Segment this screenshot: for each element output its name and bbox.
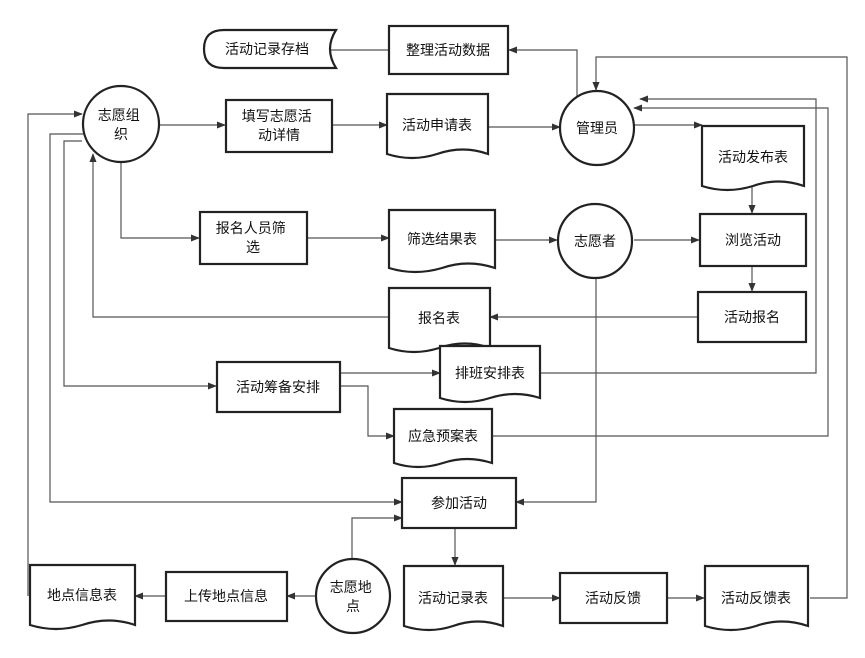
node-label-line: 管理员 [576,121,618,137]
edge-guanliyuan-to-zhengli [508,46,578,97]
node-shaixuan-jieguobiao: 筛选结果表 [387,208,497,274]
svg-text:填写志愿活 动详情: 填写志愿活 动详情 [242,109,316,144]
edges [27,46,848,602]
node-huodong-baoming: 活动报名 [696,290,808,344]
node-huodong-shenqingbiao: 活动申请表 [385,92,490,160]
svg-text:参加活动: 参加活动 [431,495,487,512]
node-huodong-fabubiao: 活动发布表 [700,124,806,192]
node-canjia-huodong: 参加活动 [400,476,518,530]
svg-text:应急预案表: 应急预案表 [408,428,478,445]
svg-text:筛选结果表: 筛选结果表 [407,232,477,248]
svg-text:管理员: 管理员 [576,121,618,137]
node-label-line: 志愿组 [98,108,140,124]
svg-text:上传地点信息: 上传地点信息 [184,588,268,605]
edge-fankuibiao-to-guanliyuan [592,56,848,599]
svg-text:活动报名: 活动报名 [724,310,780,326]
node-tianxie-huodong: 填写志愿活 动详情 [224,98,334,154]
node-label-line: 活动反馈表 [721,591,791,607]
node-label-line: 报名人员筛 [216,221,286,237]
node-label-line: 报名表 [418,311,460,327]
node-label-line: 活动记录表 [418,591,488,607]
svg-text:志愿组 织: 志愿组 织 [98,108,144,143]
nodes: 志愿组 织 管理员 志愿者 志愿地 点 填写 [28,24,810,635]
edge-paibanbiao-to-guanliyuan [540,95,817,374]
svg-text:活动筹备安排: 活动筹备安排 [236,379,320,396]
svg-text:报名人员筛 选: 报名人员筛 选 [216,221,290,256]
node-label-line: 参加活动 [431,495,487,512]
svg-text:报名表: 报名表 [418,311,460,327]
svg-text:活动申请表: 活动申请表 [402,118,472,134]
edge-zuzhi-to-canjia [49,133,403,506]
node-huodong-fankuibiao: 活动反馈表 [703,564,810,632]
node-label-line: 应急预案表 [408,428,478,445]
svg-text:活动记录存档: 活动记录存档 [225,42,309,58]
node-label-line: 填写志愿活 [242,109,312,125]
node-label-line: 活动反馈 [585,591,641,607]
node-jilu-cundang: 活动记录存档 [202,28,338,70]
svg-text:排班安排表: 排班安排表 [455,366,525,382]
node-label-line: 点 [346,599,360,615]
node-label-line: 志愿者 [574,234,616,250]
node-baoming-shaixuan: 报名人员筛 选 [198,210,309,266]
node-zhengli-shuju: 整理活动数据 [387,24,510,76]
node-label-line: 活动记录存档 [225,42,309,58]
node-huodong-jilubiao: 活动记录表 [402,564,505,632]
node-label-line: 织 [114,127,128,143]
svg-text:整理活动数据: 整理活动数据 [406,43,490,59]
svg-text:活动反馈表: 活动反馈表 [721,591,791,607]
node-zhiyuan-zuzhi: 志愿组 织 [81,84,161,164]
edge-baomingbiao-to-zuzhi [89,153,389,318]
node-label-line: 活动发布表 [718,150,788,166]
node-didian-xinxibiao: 地点信息表 [28,563,137,631]
node-shangchuan-didian: 上传地点信息 [164,570,289,623]
node-label-line: 排班安排表 [455,366,525,382]
node-liulan-huodong: 浏览活动 [698,212,808,268]
node-label-line: 选 [246,240,260,256]
node-label-line: 动详情 [258,128,300,144]
node-label-line: 活动筹备安排 [236,379,320,396]
node-paiban-anpaibiao: 排班安排表 [438,344,542,404]
node-baomingbiao: 报名表 [387,286,492,354]
svg-text:活动记录表: 活动记录表 [418,591,488,607]
node-label-line: 上传地点信息 [184,588,268,605]
node-zhiyuan-didian: 志愿地 点 [314,557,392,635]
edge-xinxibiao-to-zuzhi [27,110,83,596]
edge-didian-to-canjia [351,514,403,561]
edge-zuzhi-to-shaixuan [120,160,200,242]
svg-text:浏览活动: 浏览活动 [725,233,781,249]
svg-text:志愿者: 志愿者 [574,234,616,250]
node-label-line: 浏览活动 [725,233,781,249]
edge-zuzhi-to-choubei [63,140,217,390]
edge-choubei-to-yingjibiao [340,385,395,440]
svg-text:志愿地 点: 志愿地 点 [330,580,376,615]
node-label-line: 活动申请表 [402,118,472,134]
edge-zhiyuanzhe-to-canjia [515,271,597,506]
node-zhiyuanzhe: 志愿者 [556,202,634,280]
node-choubei-anpai: 活动筹备安排 [215,360,342,414]
node-label-line: 志愿地 [330,580,372,596]
node-huodong-fankui: 活动反馈 [558,571,669,625]
node-label-line: 整理活动数据 [406,43,490,59]
svg-text:活动发布表: 活动发布表 [718,150,788,166]
node-yingji-yuanbiao: 应急预案表 [392,407,494,469]
node-guanliyuan: 管理员 [558,89,636,167]
node-label-line: 筛选结果表 [407,232,477,248]
svg-text:活动反馈: 活动反馈 [585,591,641,607]
node-label-line: 地点信息表 [47,587,117,604]
svg-text:地点信息表: 地点信息表 [47,587,117,604]
node-label-line: 活动报名 [724,310,780,326]
edge-yingjibiao-to-guanliyuan [492,104,829,437]
